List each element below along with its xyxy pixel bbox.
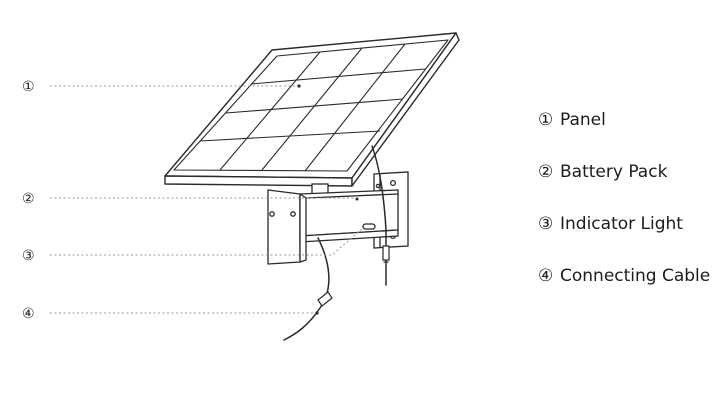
callout-4: ④ <box>22 306 35 322</box>
solar-panel <box>164 32 460 187</box>
leader-lines <box>50 85 363 314</box>
callout-1: ① <box>22 79 35 95</box>
legend-label: Battery Pack <box>560 162 668 182</box>
callout-2: ② <box>22 191 35 207</box>
cables <box>283 145 390 341</box>
callout-3: ③ <box>22 248 35 264</box>
legend-item-indicator-light: ③ Indicator Light <box>538 212 710 264</box>
legend-item-panel: ① Panel <box>538 108 710 160</box>
legend-number: ② <box>538 162 554 182</box>
legend-label: Indicator Light <box>560 214 683 234</box>
legend-number: ④ <box>538 266 554 286</box>
legend-item-connecting-cable: ④ Connecting Cable <box>538 264 710 316</box>
battery-pack <box>267 189 399 265</box>
legend-item-battery-pack: ② Battery Pack <box>538 160 710 212</box>
legend-label: Connecting Cable <box>560 266 711 286</box>
legend-number: ③ <box>538 214 554 234</box>
legend-label: Panel <box>560 110 606 130</box>
legend-number: ① <box>538 110 554 130</box>
